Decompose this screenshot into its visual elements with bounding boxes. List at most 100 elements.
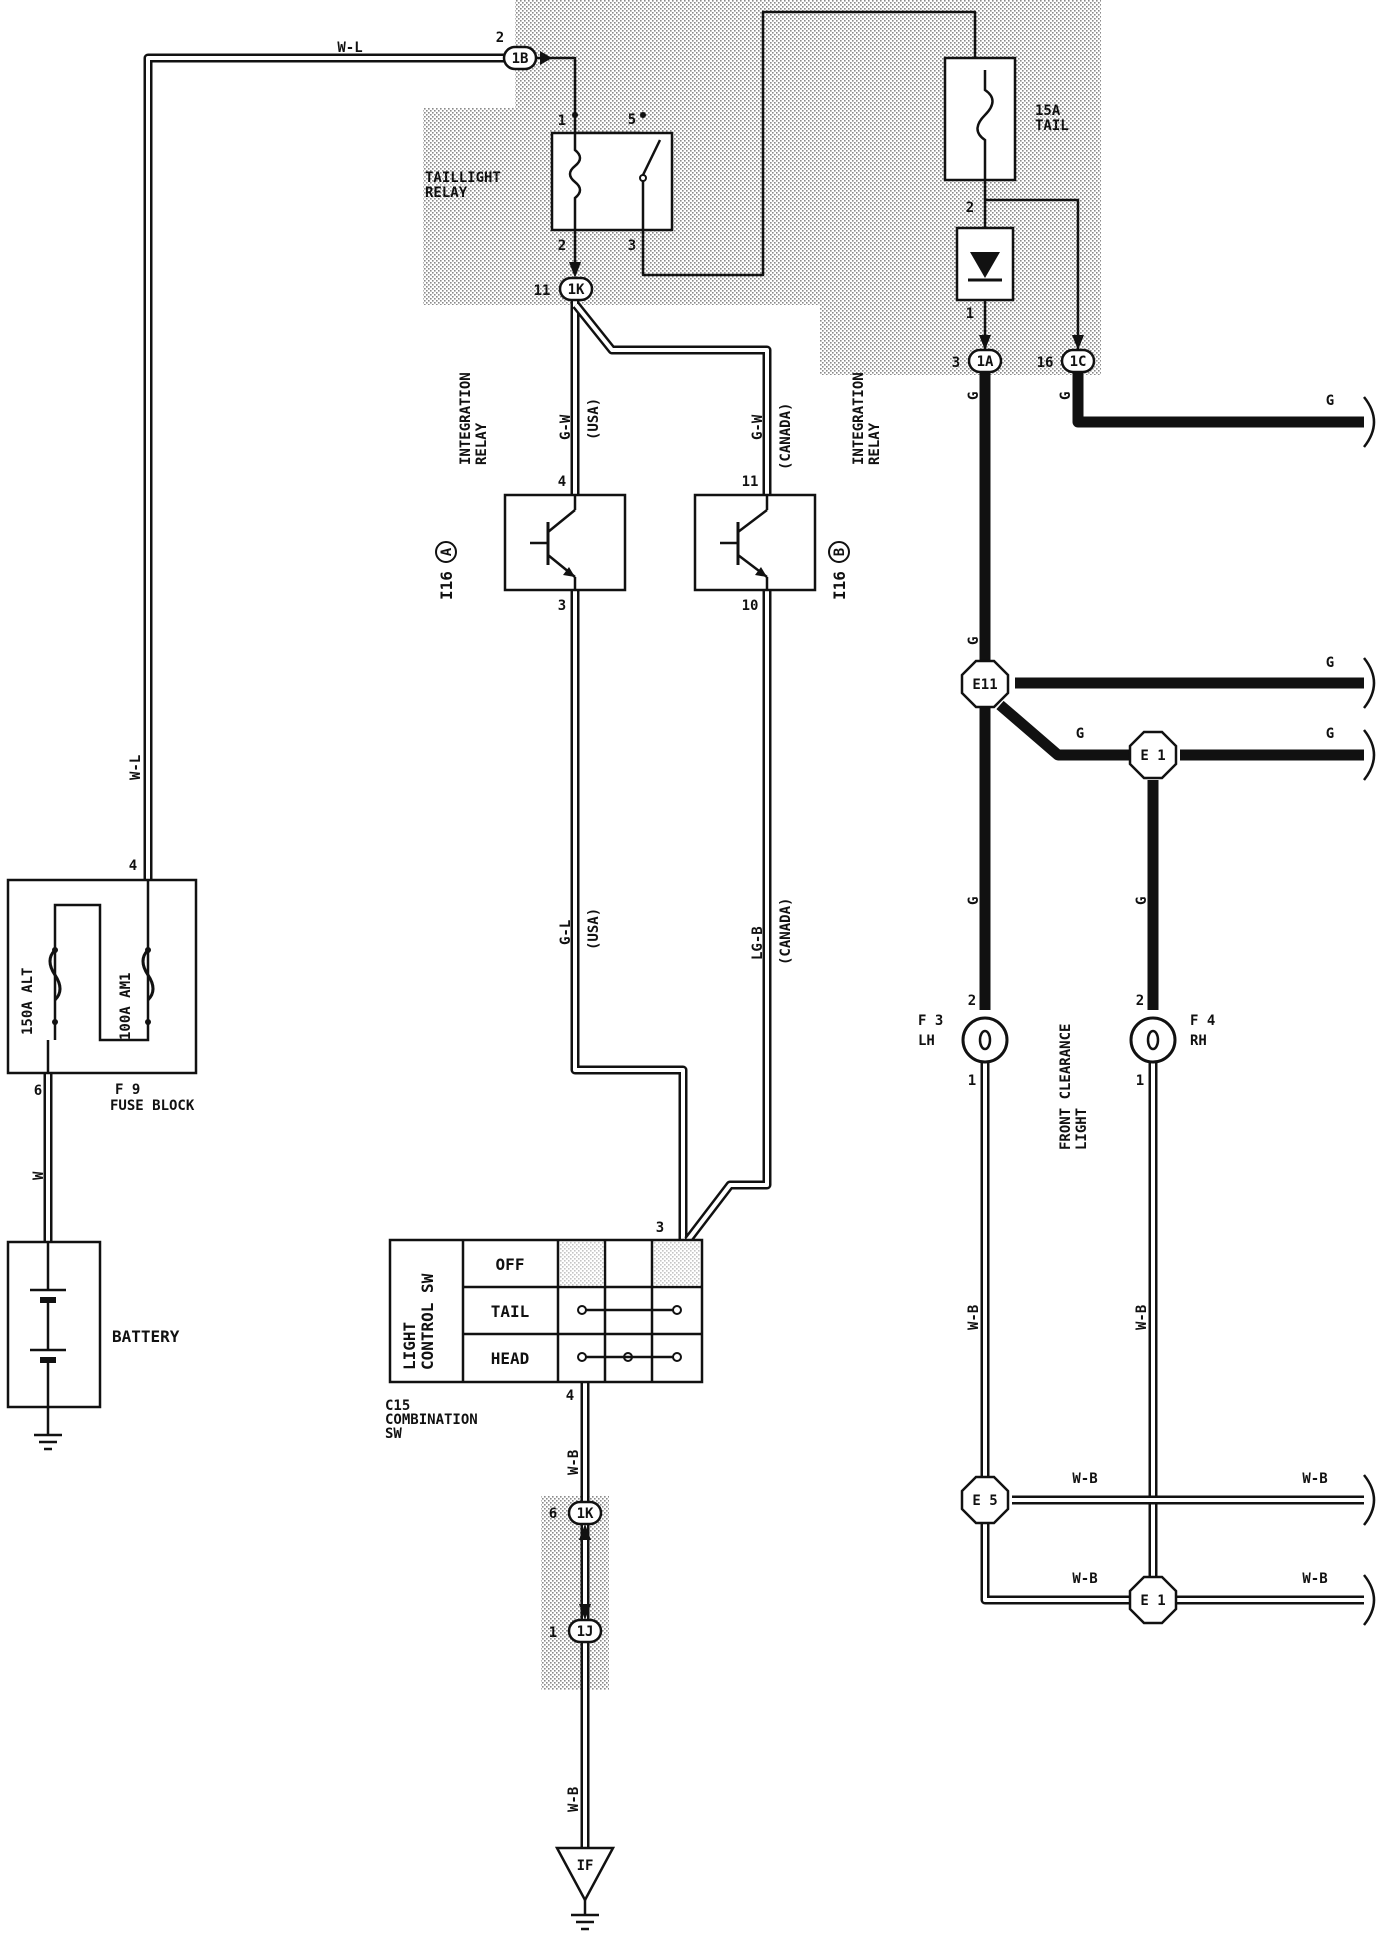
svg-text:1: 1 (966, 306, 974, 322)
svg-text:FUSE BLOCK: FUSE BLOCK (110, 1098, 195, 1114)
wire-g-w (570, 300, 772, 495)
svg-text:3: 3 (952, 355, 960, 371)
svg-text:3: 3 (656, 1220, 664, 1236)
svg-text:3: 3 (558, 598, 566, 614)
svg-text:IF: IF (577, 1858, 594, 1874)
svg-text:2: 2 (496, 30, 504, 46)
combination-switch: OFF TAIL HEAD LIGHT CONTROL SW 3 4 C15 C… (385, 1220, 704, 1442)
svg-text:G: G (1326, 393, 1334, 409)
svg-text:BATTERY: BATTERY (112, 1327, 180, 1346)
svg-text:1: 1 (968, 1073, 976, 1089)
svg-text:2: 2 (1136, 993, 1144, 1009)
svg-text:G: G (1058, 392, 1074, 400)
svg-text:W-L: W-L (337, 40, 362, 56)
svg-text:W-B: W-B (566, 1450, 582, 1475)
connector-1b: 1B 2 (496, 30, 552, 71)
svg-text:11: 11 (742, 474, 759, 490)
junction-e11: E11 (960, 659, 1010, 709)
svg-text:W-B: W-B (566, 1787, 582, 1812)
front-clearance-light-rh: 2 1 F 4 RH (1129, 993, 1215, 1089)
svg-text:G: G (1134, 897, 1150, 905)
svg-text:16: 16 (1037, 355, 1054, 371)
svg-text:RELAY: RELAY (867, 422, 883, 465)
svg-text:TAIL: TAIL (491, 1302, 530, 1321)
wire-w-b-lights (980, 1060, 1364, 1605)
svg-text:G: G (1326, 726, 1334, 742)
svg-text:4: 4 (558, 474, 566, 490)
svg-text:G: G (966, 897, 982, 905)
svg-text:3: 3 (628, 238, 636, 254)
svg-text:1K: 1K (568, 282, 585, 298)
svg-text:150A ALT: 150A ALT (20, 968, 36, 1035)
wire-g (979, 372, 1364, 1010)
svg-text:4: 4 (566, 1388, 574, 1404)
svg-text:(CANADA): (CANADA) (778, 898, 794, 965)
svg-text:W-B: W-B (966, 1305, 982, 1330)
connector-1k-top: 1K 11 (534, 262, 594, 302)
svg-text:COMBINATION: COMBINATION (385, 1412, 478, 1428)
svg-text:W-L: W-L (128, 755, 144, 780)
integration-relay-b: 11 10 I16 B INTEGRATION RELAY (693, 372, 883, 614)
svg-text:4: 4 (129, 858, 137, 874)
svg-text:F 4: F 4 (1190, 1013, 1215, 1029)
junction-e5: E 5 (960, 1475, 1010, 1525)
svg-text:1J: 1J (577, 1624, 594, 1640)
svg-text:W-B: W-B (1302, 1471, 1327, 1487)
svg-text:FRONT CLEARANCE: FRONT CLEARANCE (1058, 1024, 1074, 1150)
svg-text:15A: 15A (1035, 103, 1061, 119)
svg-text:1A: 1A (977, 354, 994, 370)
svg-text:G: G (1076, 726, 1084, 742)
svg-text:LH: LH (918, 1033, 935, 1049)
svg-text:OFF: OFF (496, 1255, 525, 1274)
svg-text:INTEGRATION: INTEGRATION (851, 372, 867, 465)
svg-text:G-W: G-W (558, 414, 574, 440)
svg-text:A: A (439, 547, 455, 556)
svg-text:W-B: W-B (1072, 1471, 1097, 1487)
relay-wiring (552, 10, 1080, 350)
svg-text:1: 1 (558, 113, 566, 129)
svg-text:I16: I16 (830, 571, 849, 600)
connector-1a: 1A 3 (952, 335, 1003, 374)
battery: BATTERY (6, 1240, 180, 1409)
svg-text:TAIL: TAIL (1035, 118, 1069, 134)
svg-text:E 5: E 5 (972, 1493, 997, 1509)
svg-text:RH: RH (1190, 1033, 1207, 1049)
svg-text:E 1: E 1 (1140, 1593, 1165, 1609)
svg-text:C15: C15 (385, 1398, 410, 1414)
front-clearance-label: FRONT CLEARANCE LIGHT (1058, 1024, 1090, 1150)
wire-w-l (143, 53, 508, 880)
junction-e1-lower: E 1 (1128, 1575, 1178, 1625)
svg-text:1B: 1B (512, 51, 529, 67)
svg-text:W: W (31, 1171, 47, 1180)
svg-text:HEAD: HEAD (491, 1349, 530, 1368)
wire-break-marks (1363, 396, 1376, 1626)
battery-ground-icon (34, 1407, 62, 1451)
svg-text:10: 10 (742, 598, 759, 614)
svg-text:W-B: W-B (1072, 1571, 1097, 1587)
svg-text:G: G (1326, 655, 1334, 671)
svg-text:E11: E11 (972, 677, 997, 693)
svg-text:LIGHT: LIGHT (400, 1322, 419, 1370)
diode: 1 (955, 226, 1015, 322)
svg-text:2: 2 (968, 993, 976, 1009)
connector-1k-bottom: 1K 6 (549, 1500, 603, 1540)
front-clearance-light-lh: 2 1 F 3 LH (918, 993, 1009, 1089)
svg-text:G: G (966, 637, 982, 645)
svg-text:E 1: E 1 (1140, 748, 1165, 764)
svg-text:TAILLIGHT: TAILLIGHT (425, 170, 501, 186)
svg-text:11: 11 (534, 283, 551, 299)
svg-text:6: 6 (549, 1506, 557, 1522)
svg-text:G: G (966, 392, 982, 400)
tail-fuse: 15A TAIL 2 (943, 56, 1069, 216)
svg-text:2: 2 (558, 238, 566, 254)
wire-g-l-lg-b (570, 590, 772, 1243)
svg-text:(USA): (USA) (586, 398, 602, 440)
junction-e1-upper: E 1 (1128, 730, 1178, 780)
svg-text:W-B: W-B (1134, 1305, 1150, 1330)
svg-text:G-W: G-W (750, 414, 766, 440)
svg-text:2: 2 (966, 200, 974, 216)
svg-text:INTEGRATION: INTEGRATION (458, 372, 474, 465)
svg-text:RELAY: RELAY (425, 185, 468, 201)
svg-text:1C: 1C (1070, 354, 1087, 370)
